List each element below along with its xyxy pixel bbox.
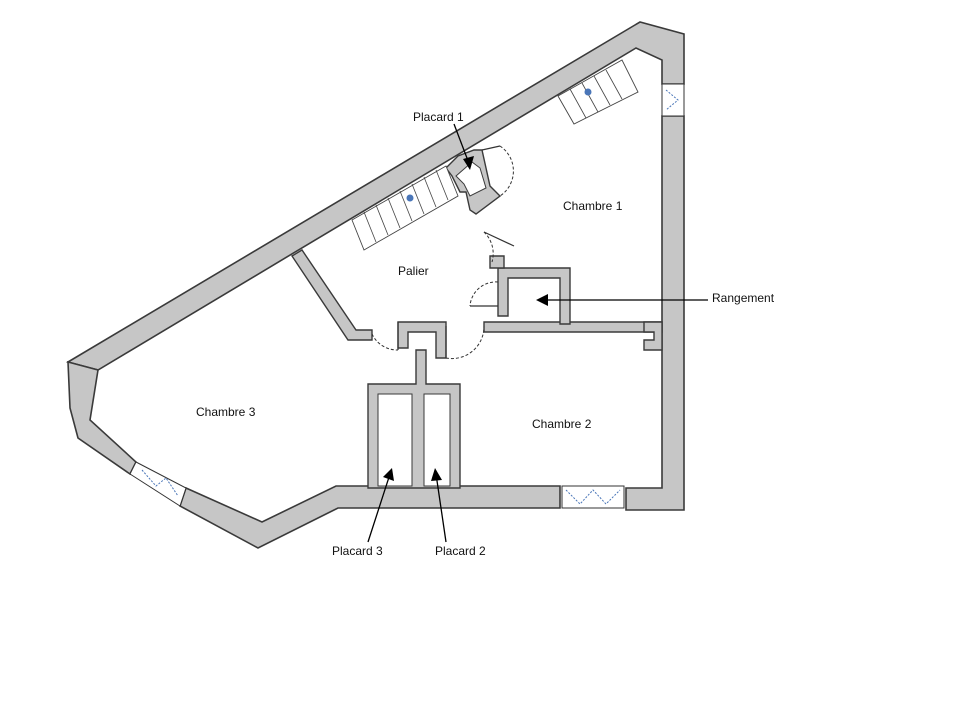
door-chambre-3 [371, 322, 399, 351]
door-chambre-2 [445, 325, 485, 360]
callout-label-placard-3: Placard 3 [332, 544, 383, 558]
callout-label-placard-2: Placard 2 [435, 544, 486, 558]
pointer-placard-1 [453, 123, 474, 170]
wall-interior-chambre2-north [483, 321, 663, 333]
stairs-chambre1 [557, 59, 639, 125]
wall-exterior-south-west [179, 485, 561, 549]
window-chambre-3 [129, 461, 187, 507]
room-label-chambre-1: Chambre 1 [563, 199, 623, 213]
pointer-placard-2 [431, 468, 447, 543]
door-rangement [469, 281, 499, 307]
wall-rangement-small [489, 255, 505, 269]
placard-3-interior [377, 393, 413, 487]
room-label-chambre-2: Chambre 2 [532, 417, 592, 431]
callout-label-placard-1: Placard 1 [413, 110, 464, 124]
wall-niche-east [643, 321, 663, 351]
wall-exterior-east [625, 115, 685, 511]
wall-exterior-diagonal [65, 21, 685, 371]
pointer-rangement [536, 294, 708, 306]
wall-interior-palier-chambre3 [291, 249, 373, 341]
placard-2-interior [423, 393, 451, 487]
room-label-palier: Palier [398, 264, 429, 278]
room-label-chambre-3: Chambre 3 [196, 405, 256, 419]
callout-label-rangement: Rangement [712, 291, 775, 305]
door-chambre-1 [483, 231, 515, 263]
pointer-placard-3 [367, 468, 394, 543]
wall-exterior-west-bay [67, 360, 137, 476]
door-placard-1 [481, 145, 514, 197]
stairs-palier [351, 165, 459, 251]
wall-rangement [497, 267, 571, 325]
window-chambre-1 [661, 83, 685, 117]
window-chambre-2 [561, 485, 625, 509]
